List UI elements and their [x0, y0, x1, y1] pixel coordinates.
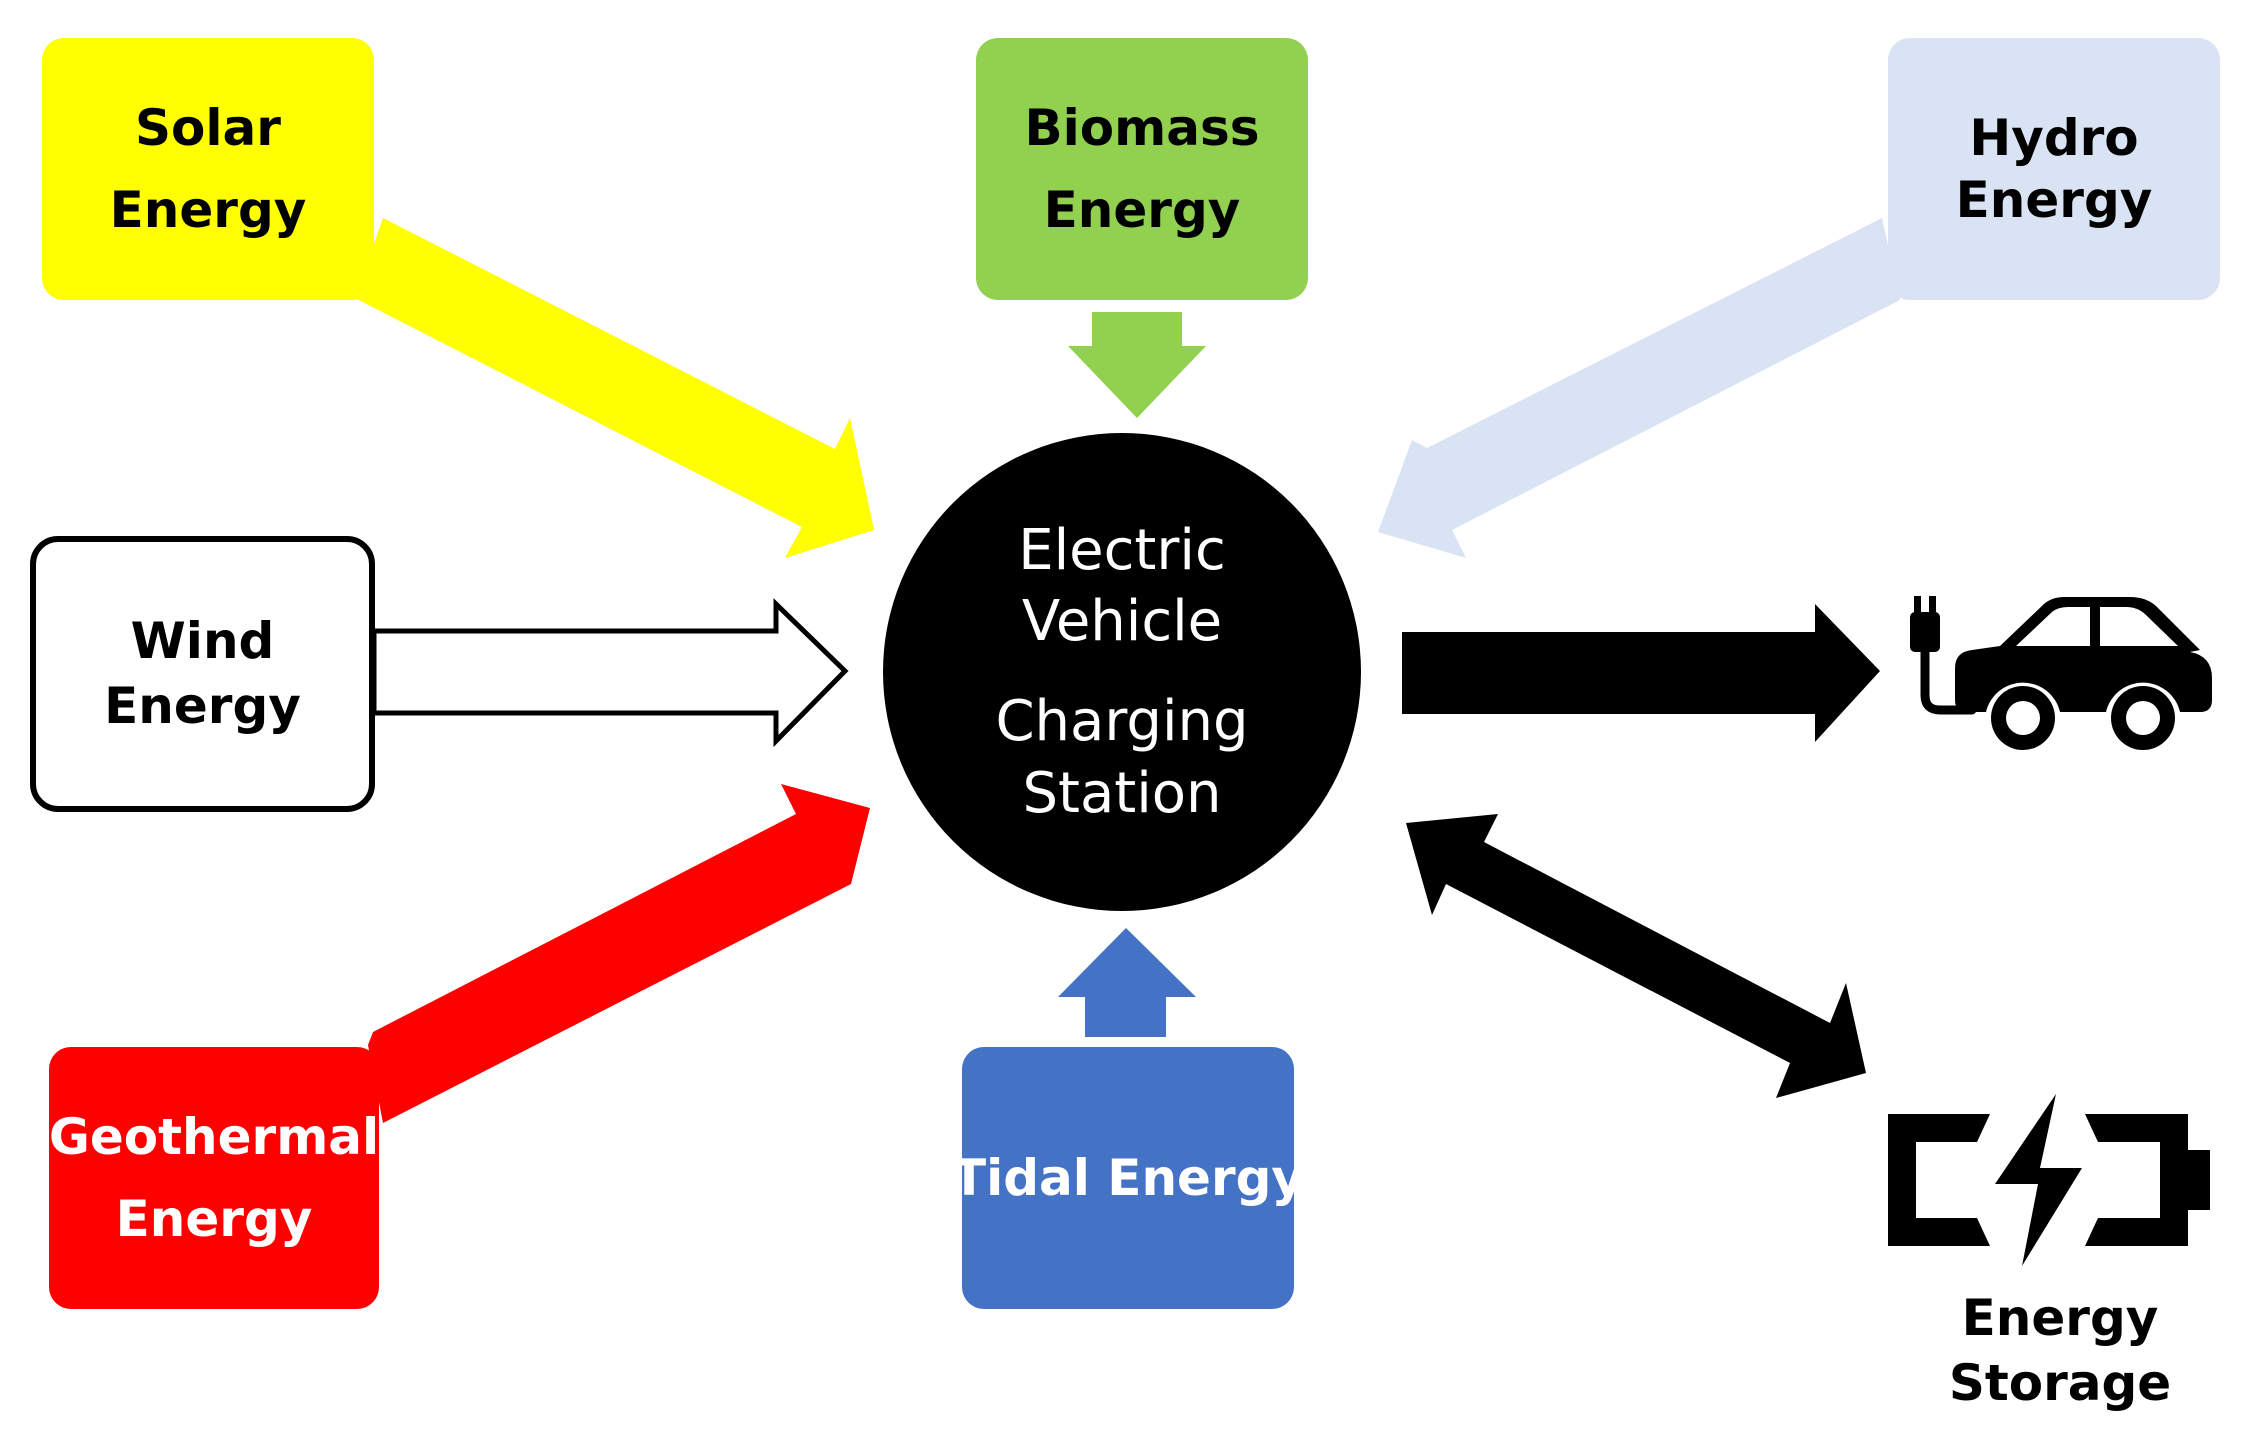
tidal-label: Tidal Energy — [951, 1148, 1305, 1207]
biomass-energy-box: Biomass Energy — [976, 38, 1308, 300]
geothermal-label-line2: Energy — [115, 1190, 313, 1248]
hub-label-line4: Station — [1022, 760, 1222, 826]
tidal-energy-box: Tidal Energy — [952, 1047, 1304, 1309]
wind-arrow — [371, 598, 849, 748]
ev-car-icon — [1910, 596, 2212, 750]
storage-bidirectional-arrow — [1406, 814, 1866, 1098]
geothermal-arrow — [368, 784, 870, 1123]
hydro-energy-box: Hydro Energy — [1888, 38, 2220, 300]
wind-label-line1: Wind — [130, 612, 275, 670]
solar-energy-box: Solar Energy — [42, 38, 374, 300]
hydro-arrow — [1378, 218, 1900, 558]
solar-label-line2: Energy — [109, 181, 307, 239]
hydro-label-line2: Energy — [1955, 171, 2153, 229]
vehicle-output-arrow — [1402, 604, 1880, 742]
biomass-label-line2: Energy — [1043, 181, 1241, 239]
hub-label-line3: Charging — [995, 689, 1249, 754]
biomass-label-line1: Biomass — [1024, 98, 1260, 157]
energy-storage-label: Energy Storage — [1900, 1286, 2220, 1416]
geothermal-energy-box: Geothermal Energy — [49, 1047, 379, 1309]
hub-label-line1: Electric — [1018, 517, 1226, 583]
solar-arrow — [355, 218, 874, 558]
storage-label-line1: Energy — [1961, 1289, 2159, 1347]
solar-label-line1: Solar — [135, 98, 281, 157]
charging-station-hub: Electric Vehicle Charging Station — [883, 433, 1361, 911]
tidal-arrow — [1058, 928, 1196, 1037]
geothermal-label-line1: Geothermal — [48, 1107, 380, 1166]
storage-label-line2: Storage — [1948, 1354, 2172, 1412]
battery-charge-icon — [1888, 1094, 2210, 1266]
hub-label-line2: Vehicle — [1021, 589, 1223, 655]
biomass-arrow — [1068, 312, 1206, 418]
wind-energy-box: Wind Energy — [30, 536, 375, 812]
wind-label-line2: Energy — [104, 677, 301, 735]
hydro-label-line1: Hydro — [1969, 108, 2139, 167]
